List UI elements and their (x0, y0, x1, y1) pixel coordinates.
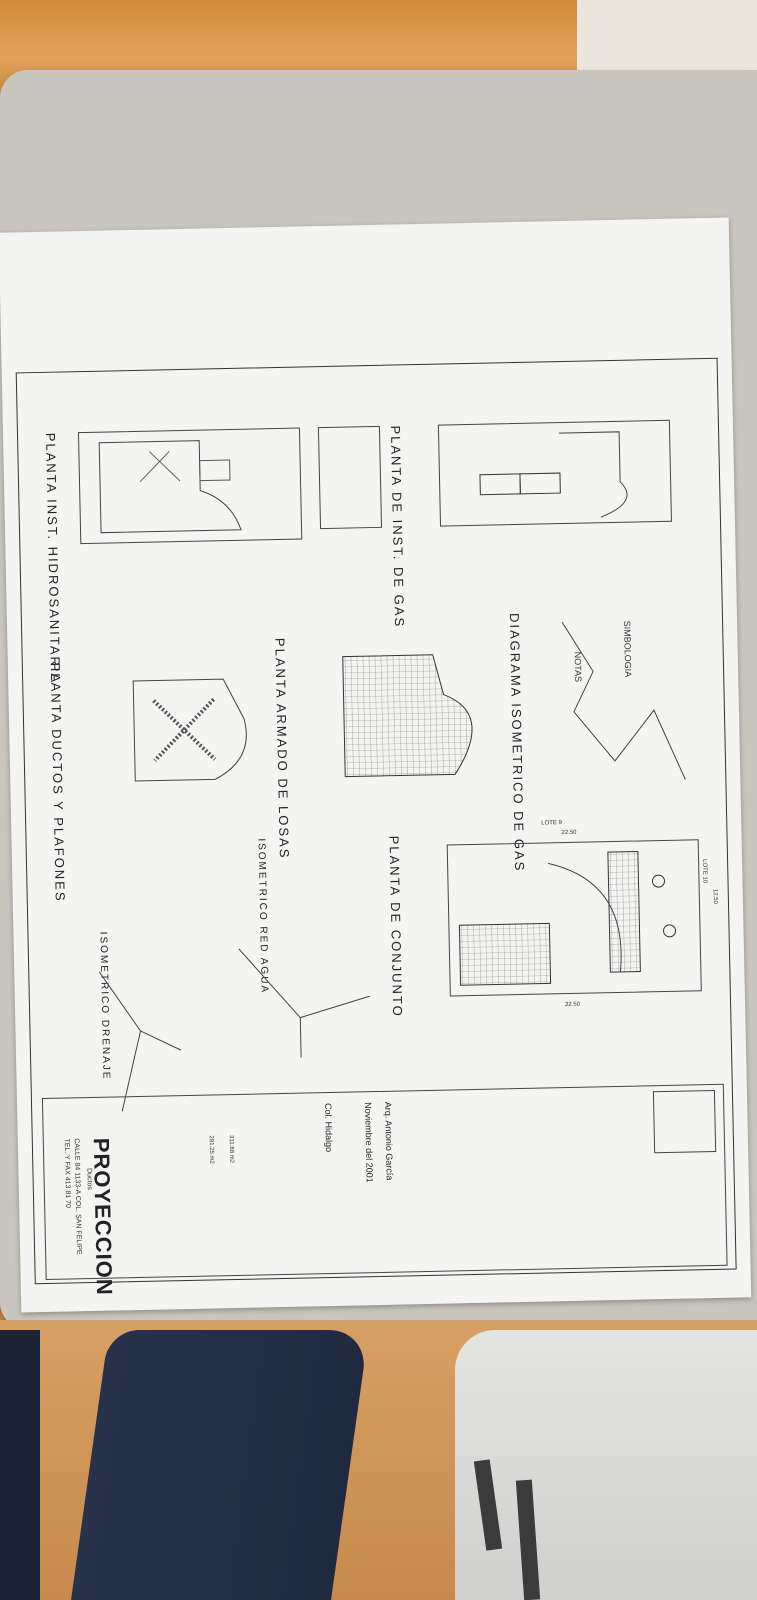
gas-table (317, 425, 383, 530)
plan-drawing (479, 431, 628, 518)
isometric-drainage (98, 971, 182, 1112)
label-hidrosanitaria: PLANTA INST. HIDROSANITARIA (42, 432, 64, 685)
dim-width-bottom: 22.50 (565, 1001, 581, 1009)
plan-ductos (113, 658, 266, 791)
plan-drawing (132, 678, 247, 782)
colonia: Col. Hidalgo (323, 1102, 335, 1153)
blueprint-sheet: PLANTA INST. HIDROSANITARIA PLANTA DUCTO… (0, 217, 752, 1313)
plan-hidrosanitaria (77, 427, 303, 545)
plan-gas (437, 419, 672, 527)
company-address: CALLE 84 1133-A COL. SAN FELIPE (72, 1138, 83, 1255)
site-plan (458, 851, 677, 986)
slab-grid (342, 654, 473, 778)
label-conjunto: PLANTA DE CONJUNTO (386, 835, 406, 1018)
company-sub: Ductos (85, 1168, 93, 1190)
plan-drawing (98, 440, 242, 534)
chair (455, 1330, 757, 1600)
superficie-2: 281.25 m2 (207, 1135, 215, 1164)
label-ductos: PLANTA DUCTOS Y PLAFONES (47, 662, 68, 903)
plan-conjunto (446, 839, 702, 997)
architect: Arq. Antonio García (383, 1101, 395, 1181)
company-phone: TEL. Y FAX 413 81 70 (62, 1138, 72, 1209)
label-diagrama: DIAGRAMA ISOMETRICO DE GAS (506, 612, 528, 873)
company-logo: PROYECCION (88, 1137, 118, 1296)
dim-width: 22.50 (561, 829, 577, 837)
title-block: Arq. Antonio García Noviembre del 2001 C… (41, 1083, 728, 1296)
superficie-1: 311.88 m2 (227, 1135, 235, 1164)
lot-label: LOTE 9 (541, 820, 563, 827)
jeans-right-leg (71, 1330, 369, 1600)
stamp-box (652, 1089, 717, 1154)
drawing-frame: PLANTA INST. HIDROSANITARIA PLANTA DUCTO… (15, 357, 737, 1296)
dim-depth: 12.50 (711, 888, 718, 904)
label-losas: PLANTA ARMADO DE LOSAS (272, 637, 292, 860)
label-gas: PLANTA DE INST. DE GAS (387, 425, 408, 629)
date: Noviembre del 2001 (363, 1102, 375, 1183)
lot-label-2: LOTE 10 (701, 859, 708, 884)
gas-isometric (561, 621, 686, 780)
plan-losas (332, 633, 505, 787)
isometric-water (238, 948, 370, 1058)
jeans-left-leg (0, 1330, 40, 1600)
